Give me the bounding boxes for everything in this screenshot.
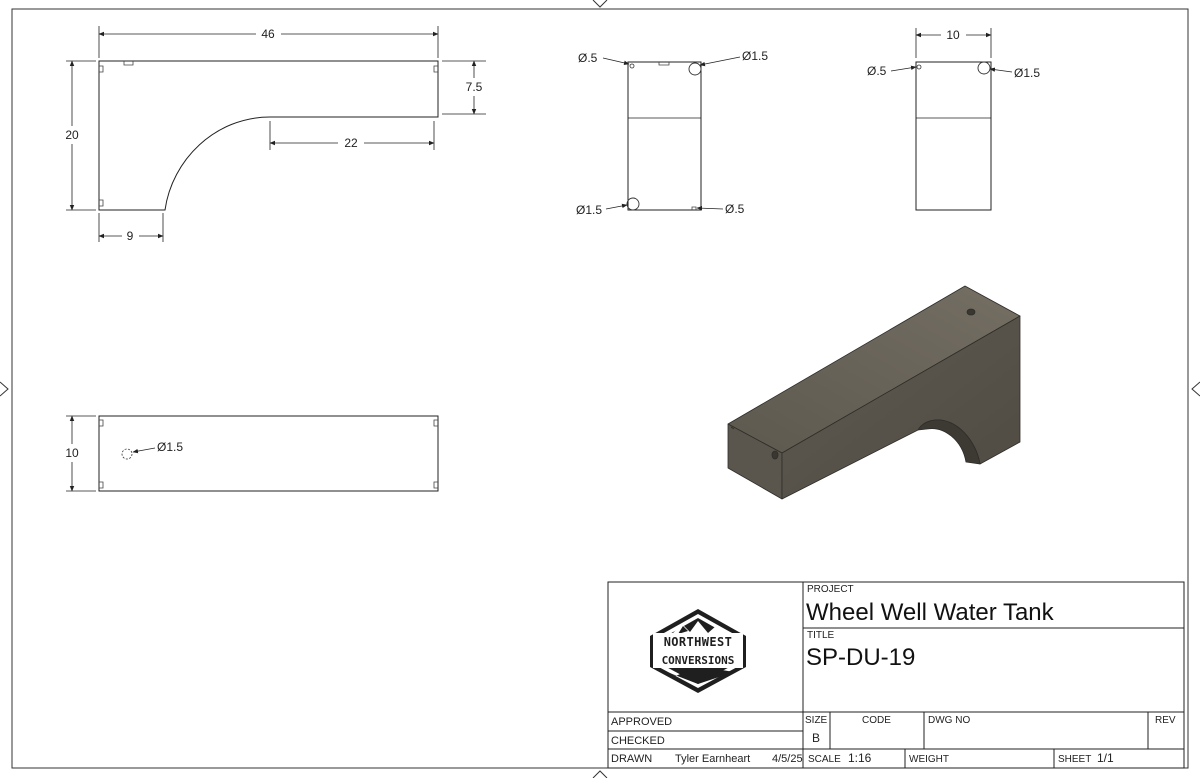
dim-side-right-width bbox=[915, 28, 992, 58]
bottom-view-hole bbox=[121, 448, 133, 460]
iso-small-hole-mark bbox=[730, 426, 735, 430]
iso-arch-cutout bbox=[917, 419, 981, 465]
iso-top-hole bbox=[966, 308, 976, 316]
side-view-left-hole-tl-label: Ø.5 bbox=[578, 51, 598, 65]
side-view-left-hole-br bbox=[691, 206, 697, 210]
side-view-left-hole-bl bbox=[626, 197, 640, 211]
dim-front-width-label: 46 bbox=[261, 27, 275, 41]
side-view-right-hole-right-label: Ø1.5 bbox=[1014, 66, 1040, 80]
logo-line1: NORTHWEST bbox=[664, 635, 733, 649]
dwg-no-label: DWG NO bbox=[928, 715, 970, 726]
side-view-left-hole-tl bbox=[629, 63, 635, 69]
sheet-label: SHEET bbox=[1058, 754, 1091, 765]
title-label: TITLE bbox=[807, 630, 835, 641]
front-view-outline bbox=[98, 60, 439, 211]
bottom-view-corner-marks bbox=[99, 419, 438, 489]
side-view-right: 10 Ø.5 Ø1.5 bbox=[867, 28, 1040, 211]
iso-end-hole bbox=[771, 450, 779, 460]
dim-front-arch-width-label: 22 bbox=[344, 136, 358, 150]
size-label: SIZE bbox=[805, 715, 828, 726]
bottom-view-outline bbox=[98, 415, 439, 492]
dim-front-foot-width-label: 9 bbox=[127, 229, 134, 243]
side-view-right-hole-right bbox=[977, 61, 991, 75]
side-view-left-hole-bl-label: Ø1.5 bbox=[576, 203, 602, 217]
title-block bbox=[607, 581, 1185, 769]
side-view-left-leaders bbox=[602, 56, 741, 211]
dim-front-top-depth bbox=[442, 60, 486, 115]
side-view-right-hole-left bbox=[916, 64, 922, 70]
side-view-left-hole-tr bbox=[688, 62, 702, 76]
bottom-view-hole-leader bbox=[132, 447, 156, 454]
drawing-title: SP-DU-19 bbox=[806, 644, 915, 671]
dim-bottom-depth-label: 10 bbox=[65, 446, 79, 460]
company-logo: NORTHWEST CONVERSIONS bbox=[650, 609, 746, 693]
dim-front-arch-width bbox=[269, 121, 435, 150]
dim-front-height-label: 20 bbox=[65, 128, 79, 142]
side-view-left-hole-br-label: Ø.5 bbox=[725, 202, 745, 216]
dim-front-top-depth-label: 7.5 bbox=[466, 80, 483, 94]
drawn-label: DRAWN bbox=[611, 753, 652, 765]
scale-value: 1:16 bbox=[848, 751, 872, 765]
bottom-view: Ø1.5 10 bbox=[65, 415, 439, 492]
sheet-value: 1/1 bbox=[1097, 751, 1114, 765]
dim-front-width bbox=[98, 26, 439, 58]
side-view-left-top-mark bbox=[658, 62, 670, 66]
dim-front-foot-width bbox=[98, 213, 164, 242]
drawn-by: Tyler Earnheart bbox=[675, 753, 750, 765]
approved-label: APPROVED bbox=[611, 716, 672, 728]
front-view: 46 20 7.5 22 bbox=[65, 26, 486, 243]
front-view-corner-marks bbox=[99, 61, 438, 207]
checked-label: CHECKED bbox=[611, 735, 665, 747]
side-view-right-outline bbox=[915, 61, 992, 211]
dim-front-height bbox=[66, 60, 96, 211]
code-label: CODE bbox=[862, 715, 891, 726]
bottom-view-hole-label: Ø1.5 bbox=[157, 440, 183, 454]
side-view-left-outline bbox=[627, 61, 702, 211]
size-value: B bbox=[812, 731, 820, 745]
isometric-view bbox=[727, 285, 1021, 500]
project-name: Wheel Well Water Tank bbox=[806, 599, 1055, 626]
project-label: PROJECT bbox=[807, 584, 854, 595]
scale-label: SCALE bbox=[808, 754, 841, 765]
logo-line2: CONVERSIONS bbox=[662, 654, 735, 667]
side-view-right-leaders bbox=[890, 65, 1013, 73]
dim-side-right-width-label: 10 bbox=[946, 28, 960, 42]
side-view-right-hole-left-label: Ø.5 bbox=[867, 64, 887, 78]
dim-bottom-depth bbox=[66, 415, 96, 492]
side-view-left-hole-tr-label: Ø1.5 bbox=[742, 49, 768, 63]
rev-label: REV bbox=[1155, 715, 1176, 726]
drawn-date: 4/5/25 bbox=[772, 753, 803, 765]
weight-label: WEIGHT bbox=[909, 754, 949, 765]
side-view-left: Ø.5 Ø1.5 Ø1.5 Ø.5 bbox=[576, 49, 768, 217]
